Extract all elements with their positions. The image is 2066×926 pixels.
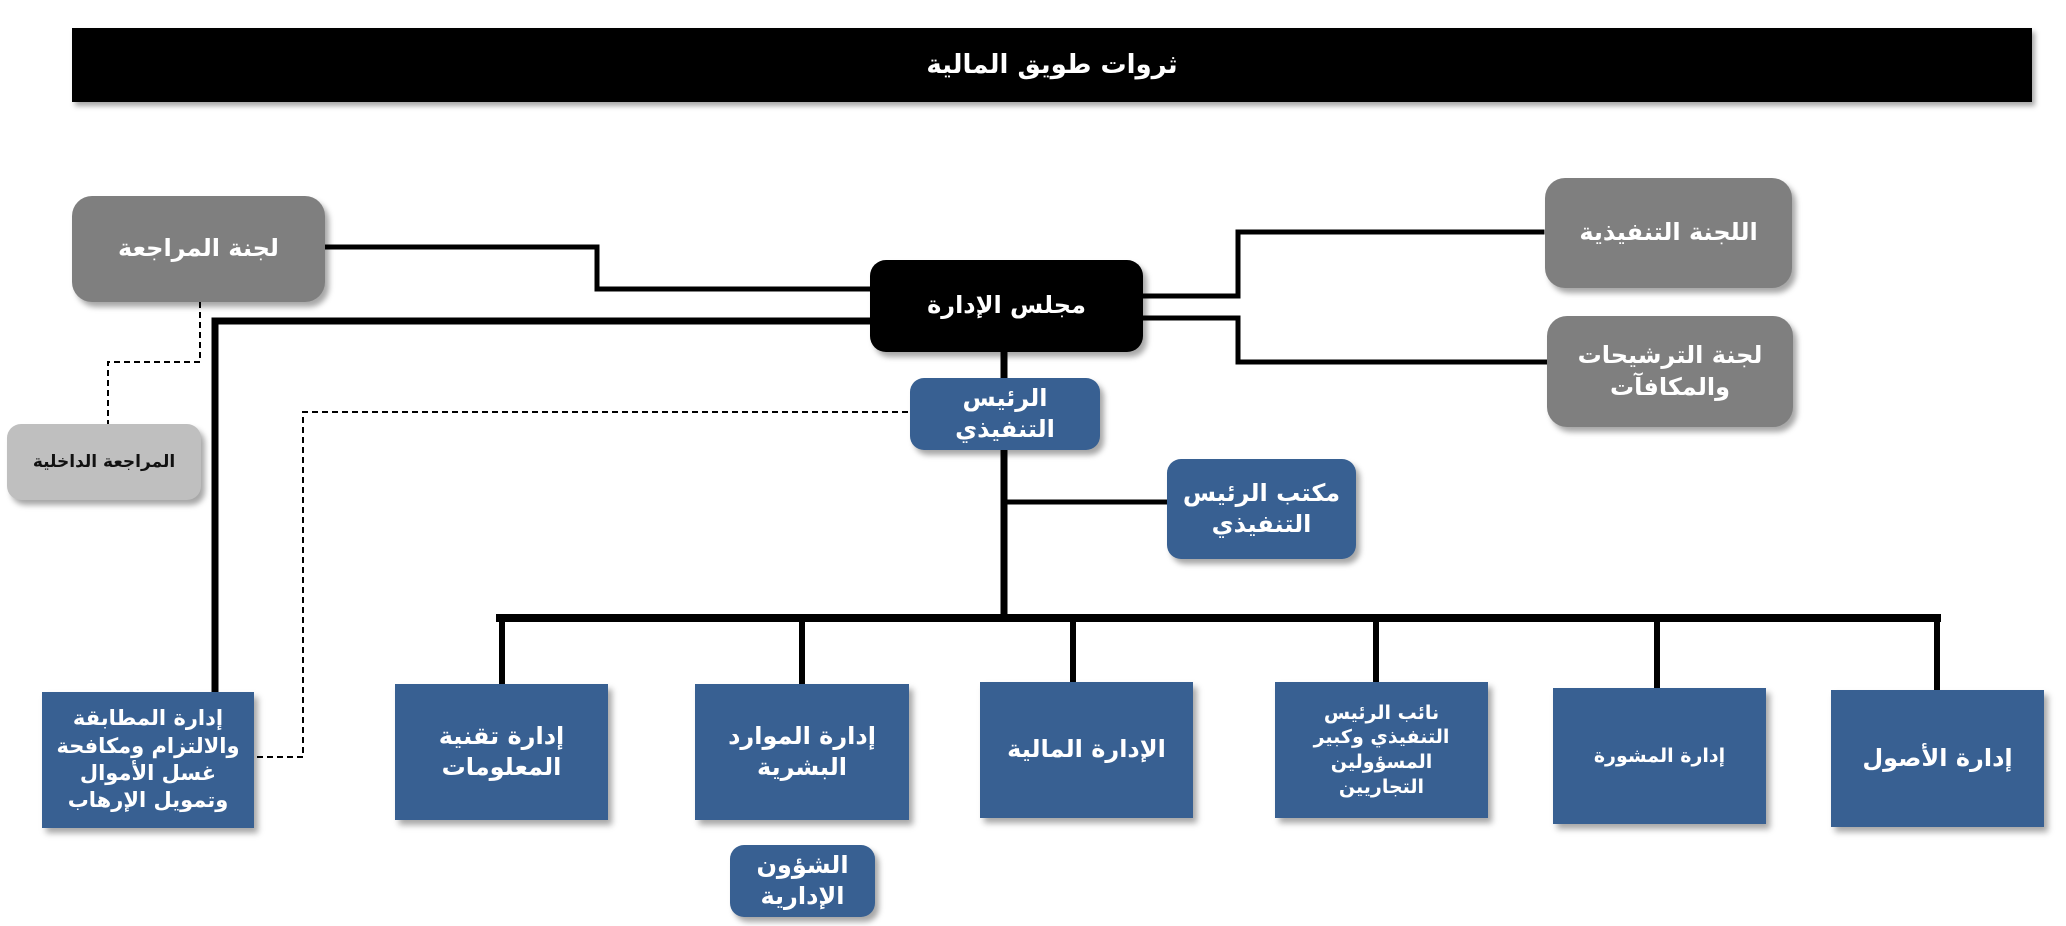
advisory-department-box: إدارة المشورة xyxy=(1553,688,1766,824)
ceo-office-box: مكتب الرئيس التنفيذي xyxy=(1167,459,1356,559)
admin-affairs-box: الشؤون الإدارية xyxy=(730,845,875,917)
connector-board-compliance xyxy=(211,317,874,702)
connector-audit-board xyxy=(322,244,873,292)
deputy-ceo-box: نائب الرئيس التنفيذي وكبير المسؤولين الت… xyxy=(1275,682,1488,818)
nominations-committee-box: لجنة الترشيحات والمكافآت xyxy=(1547,316,1793,427)
internal-audit-box: المراجعة الداخلية xyxy=(7,424,201,500)
ceo-box: الرئيس التنفيذي xyxy=(910,378,1100,450)
connector-board-executive xyxy=(1132,229,1545,299)
page-title: ثروات طويق المالية xyxy=(72,28,2032,102)
connector-audit-internal xyxy=(107,302,201,424)
board-box: مجلس الإدارة xyxy=(870,260,1143,352)
compliance-department-box: إدارة المطابقة والالتزام ومكافحة غسل الأ… xyxy=(42,692,254,828)
connector-board-nominations xyxy=(1132,315,1548,365)
finance-department-box: الإدارة المالية xyxy=(980,682,1193,818)
hr-department-box: إدارة الموارد البشرية xyxy=(695,684,909,820)
connector-ceo-compliance xyxy=(253,411,908,758)
audit-committee-box: لجنة المراجعة xyxy=(72,196,325,302)
it-department-box: إدارة تقنية المعلومات xyxy=(395,684,608,820)
assets-department-box: إدارة الأصول xyxy=(1831,690,2044,827)
executive-committee-box: اللجنة التنفيذية xyxy=(1545,178,1792,288)
